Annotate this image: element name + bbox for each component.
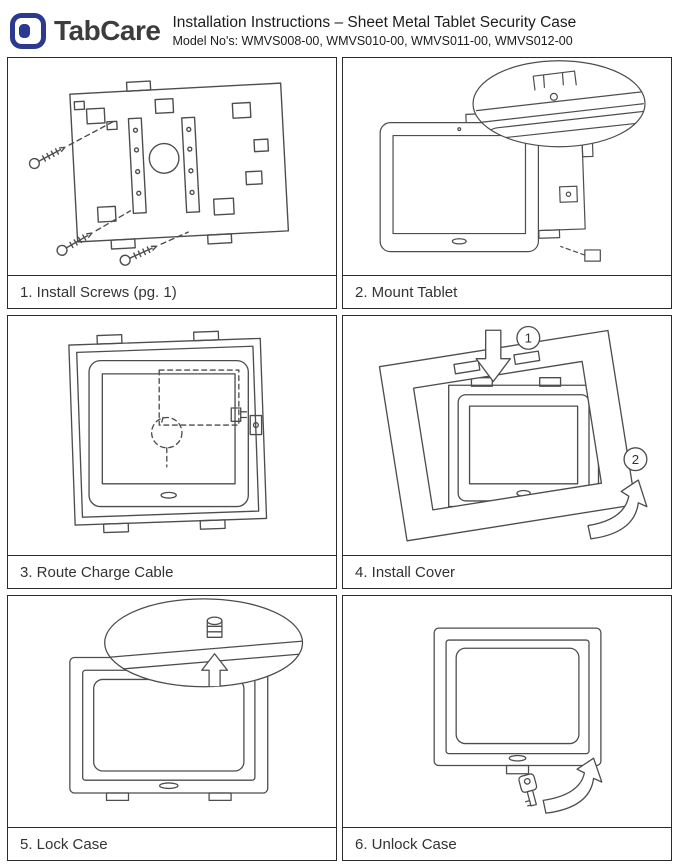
mount-tablet-diagram (379, 60, 646, 262)
install-screws-diagram (28, 80, 290, 266)
tabcare-logo-icon (10, 12, 46, 49)
charge-cable-route (150, 369, 248, 468)
route-charge-cable-art (8, 316, 336, 555)
key-icon (518, 773, 538, 807)
step-1-badge: 1 (516, 325, 541, 350)
step-1-label: 1 (525, 331, 532, 346)
magnifier-ellipse (104, 598, 304, 688)
install-cover-diagram: 1 2 (378, 325, 648, 542)
rotate-arrow (587, 479, 648, 540)
turn-arrow (542, 757, 603, 814)
screw-icon (119, 231, 189, 266)
panel-caption: 2. Mount Tablet (343, 275, 671, 308)
step-2-label: 2 (632, 452, 639, 467)
magnifier-ellipse (472, 60, 646, 148)
panel-mount-tablet: 2. Mount Tablet (342, 57, 672, 309)
install-cover-art: 1 2 (343, 316, 671, 555)
panel-caption: 6. Unlock Case (343, 827, 671, 860)
mount-tablet-art (343, 58, 671, 275)
insert-arrow (475, 329, 511, 383)
unlock-case-diagram (433, 627, 603, 814)
document-title: Installation Instructions – Sheet Metal … (172, 13, 577, 31)
panel-caption: 3. Route Charge Cable (8, 555, 336, 588)
tablet (88, 359, 249, 508)
bottom-clip-detail (560, 245, 601, 262)
case-front (433, 627, 602, 775)
panel-caption: 4. Install Cover (343, 555, 671, 588)
install-screws-art (8, 58, 336, 275)
header-titles: Installation Instructions – Sheet Metal … (172, 14, 576, 48)
panel-install-screws: 1. Install Screws (pg. 1) (7, 57, 337, 309)
lock-case-art (8, 596, 336, 827)
brand-name: TabCare (54, 14, 161, 46)
wall-frame (68, 330, 268, 534)
tablet (379, 122, 539, 253)
model-numbers: Model No's: WMVS008-00, WMVS010-00, WMVS… (172, 33, 573, 48)
screw-icon (56, 210, 132, 256)
panel-grid: 1. Install Screws (pg. 1) (0, 57, 679, 861)
step-2-badge: 2 (623, 447, 648, 472)
lock-case-diagram (69, 598, 304, 801)
panel-install-cover: 1 2 4. Install Cover (342, 315, 672, 589)
unlock-case-art (343, 596, 671, 827)
panel-route-charge-cable: 3. Route Charge Cable (7, 315, 337, 589)
panel-lock-case: 5. Lock Case (7, 595, 337, 861)
panel-caption: 5. Lock Case (8, 827, 336, 860)
route-charge-cable-diagram (68, 330, 268, 534)
panel-unlock-case: 6. Unlock Case (342, 595, 672, 861)
panel-caption: 1. Install Screws (pg. 1) (8, 275, 336, 308)
back-plate (69, 80, 290, 250)
screw-icon (28, 120, 116, 170)
side-clip (249, 414, 263, 436)
header: TabCare Installation Instructions – Shee… (0, 0, 679, 57)
zoom-lock-detail (105, 616, 303, 687)
